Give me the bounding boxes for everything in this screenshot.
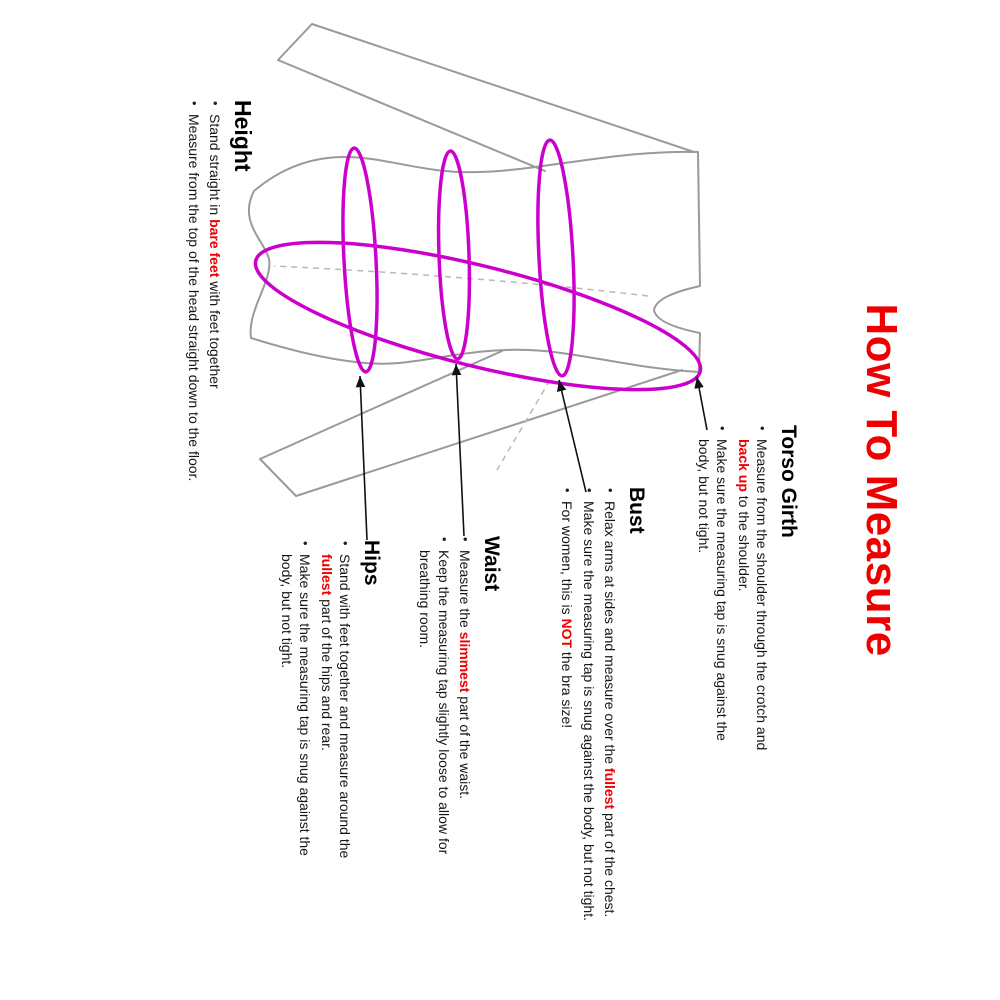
bullet-text: with feet together bbox=[207, 277, 223, 389]
bullet-text: the bra size! bbox=[559, 648, 576, 729]
bullet-text: part of the chest. bbox=[602, 809, 618, 918]
hips-bullets: Stand with feet together and measure aro… bbox=[277, 540, 354, 885]
bullet-item: Stand with feet together and measure aro… bbox=[317, 540, 354, 885]
bullet-text: Relax arms at sides and measure over the bbox=[602, 501, 618, 768]
bust-loop bbox=[536, 138, 576, 378]
bullet-text: Make sure the measuring tap is snug agai… bbox=[580, 501, 597, 921]
torso-girth-bullets: Measure from the shoulder through the cr… bbox=[694, 425, 771, 765]
bust-heading: Bust bbox=[625, 487, 648, 534]
bullet-item: Measure the slimmest part of the waist. bbox=[456, 536, 474, 881]
torso-girth-heading: Torso Girth bbox=[777, 425, 800, 538]
bullet-highlight: back up bbox=[735, 439, 752, 492]
bullet-text: Stand straight in bbox=[207, 114, 223, 220]
bullet-item: Make sure the measuring tap is snug agai… bbox=[277, 540, 314, 885]
page-title: How To Measure bbox=[857, 303, 906, 657]
measuring-tape-loops bbox=[253, 138, 703, 392]
left-sleeve bbox=[277, 23, 695, 172]
garment-outline bbox=[247, 23, 701, 497]
bullet-text: Measure from the top of the head straigh… bbox=[185, 114, 202, 482]
bullet-text: Measure the bbox=[457, 550, 473, 632]
bullet-item: Relax arms at sides and measure over the… bbox=[601, 487, 619, 937]
bullet-item: Make sure the measuring tap is snug agai… bbox=[579, 487, 597, 937]
bullet-text: part of the hips and rear. bbox=[318, 595, 335, 751]
bust-dashed-pointer bbox=[496, 379, 551, 471]
bullet-item: For women, this is NOT the bra size! bbox=[558, 487, 576, 937]
waist-bullets: Measure the slimmest part of the waist. … bbox=[416, 536, 474, 881]
right-sleeve bbox=[259, 350, 683, 497]
bullet-text: Make sure the measuring tap is snug agai… bbox=[278, 554, 314, 856]
bullet-text: part of the waist. bbox=[457, 692, 473, 800]
bullet-item: Measure from the shoulder through the cr… bbox=[734, 425, 771, 765]
label-arrows bbox=[355, 363, 708, 541]
bust-bullets: Relax arms at sides and measure over the… bbox=[558, 487, 619, 937]
bullet-text: Make sure the measuring tap is snug agai… bbox=[695, 439, 731, 741]
bullet-highlight: slimmest bbox=[457, 631, 473, 693]
bullet-text: For women, this is bbox=[559, 501, 576, 619]
bullet-item: Keep the measuring tap slightly loose to… bbox=[416, 536, 453, 881]
section-height: Height Stand straight in bare feet with … bbox=[181, 100, 256, 620]
construction-dashed-lines bbox=[273, 265, 649, 471]
center-dashed-line bbox=[273, 265, 649, 297]
section-waist: Waist Measure the slimmest part of the w… bbox=[413, 536, 503, 881]
bullet-item: Measure from the top of the head straigh… bbox=[184, 100, 202, 620]
bullet-item: Make sure the measuring tap is snug agai… bbox=[694, 425, 731, 765]
torso-girth-arrow bbox=[694, 376, 708, 431]
torso-girth-loop bbox=[253, 240, 703, 392]
hips-heading: Hips bbox=[360, 540, 383, 586]
bullet-highlight: bare feet bbox=[207, 219, 223, 278]
bullet-text: Stand with feet together and measure aro… bbox=[337, 554, 353, 859]
height-heading: Height bbox=[230, 100, 256, 172]
section-torso-girth: Torso Girth Measure from the shoulder th… bbox=[691, 425, 800, 765]
section-bust: Bust Relax arms at sides and measure ove… bbox=[555, 487, 648, 937]
bullet-text: Measure from the shoulder through the cr… bbox=[754, 439, 770, 751]
bullet-highlight: fullest bbox=[602, 767, 618, 810]
waist-heading: Waist bbox=[480, 536, 503, 592]
hips-loop bbox=[341, 146, 379, 374]
bullet-highlight: fullest bbox=[318, 554, 335, 596]
waist-arrow bbox=[451, 363, 465, 537]
bust-arrow bbox=[556, 379, 587, 493]
height-bullets: Stand straight in bare feet with feet to… bbox=[184, 100, 224, 620]
bullet-text: Keep the measuring tap slightly loose to… bbox=[417, 550, 452, 855]
section-hips: Hips Stand with feet together and measur… bbox=[274, 540, 383, 885]
bullet-text: to the shoulder. bbox=[735, 491, 752, 592]
hips-arrow bbox=[355, 375, 368, 541]
bullet-item: Stand straight in bare feet with feet to… bbox=[206, 100, 224, 620]
bullet-highlight: NOT bbox=[559, 618, 576, 649]
